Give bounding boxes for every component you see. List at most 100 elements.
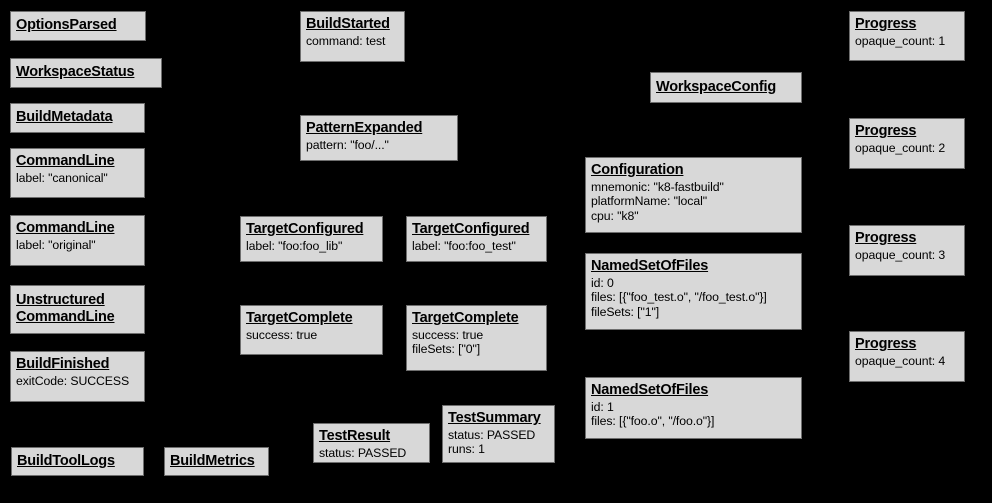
event-node-field: platformName: "local" bbox=[591, 194, 707, 209]
event-node-title-line: TargetComplete bbox=[412, 310, 519, 326]
event-node-title: TargetConfigured bbox=[412, 220, 541, 239]
event-node-title: BuildMetadata bbox=[16, 108, 113, 127]
event-node-field: command: test bbox=[306, 33, 386, 48]
event-node-field: mnemonic: "k8-fastbuild" bbox=[591, 179, 724, 194]
event-node-field: files: [{"foo_test.o", "/foo_test.o"}] bbox=[591, 290, 767, 305]
event-node-workspace-status[interactable]: WorkspaceStatus bbox=[10, 58, 162, 88]
event-node-title: Progress bbox=[855, 335, 959, 354]
event-node-title: NamedSetOfFiles bbox=[591, 381, 796, 400]
event-node-title-line: Progress bbox=[855, 16, 917, 32]
event-node-field: status: PASSED bbox=[448, 427, 536, 442]
event-node-field: label: "canonical" bbox=[16, 170, 108, 185]
event-node-title: WorkspaceStatus bbox=[16, 63, 135, 82]
event-node-title-line: TargetComplete bbox=[246, 310, 353, 326]
event-node-title-line: NamedSetOfFiles bbox=[591, 382, 709, 398]
event-node-field: fileSets: ["0"] bbox=[412, 342, 481, 357]
event-node-field: opaque_count: 4 bbox=[855, 353, 946, 368]
event-node-title-line: Progress bbox=[855, 336, 917, 352]
event-node-title-line: TestSummary bbox=[448, 410, 541, 426]
event-node-field: id: 1 bbox=[591, 399, 614, 414]
event-node-title: CommandLine bbox=[16, 219, 139, 238]
event-node-title: BuildFinished bbox=[16, 355, 139, 374]
event-node-title-line: TestResult bbox=[319, 428, 391, 444]
event-node-title-line: Progress bbox=[855, 230, 917, 246]
event-node-title-line: BuildMetrics bbox=[170, 452, 255, 469]
event-node-title-line: OptionsParsed bbox=[16, 17, 117, 34]
event-node-field: cpu: "k8" bbox=[591, 208, 639, 223]
event-node-options-parsed[interactable]: OptionsParsed bbox=[10, 11, 146, 41]
event-node-title-line: TargetConfigured bbox=[412, 221, 530, 237]
event-node-title: TargetConfigured bbox=[246, 220, 377, 239]
event-node-title: BuildToolLogs bbox=[17, 452, 115, 471]
event-node-title: TargetComplete bbox=[246, 309, 377, 328]
event-node-title-line: BuildMetadata bbox=[16, 109, 113, 126]
event-node-field: files: [{"foo.o", "/foo.o"}] bbox=[591, 414, 715, 429]
event-node-field: opaque_count: 3 bbox=[855, 247, 946, 262]
event-node-title: PatternExpanded bbox=[306, 119, 452, 138]
event-node-title-line: Configuration bbox=[591, 162, 684, 178]
event-node-build-tool-logs[interactable]: BuildToolLogs bbox=[11, 447, 144, 476]
event-node-field: id: 0 bbox=[591, 275, 614, 290]
event-node-title-line: BuildStarted bbox=[306, 16, 390, 32]
event-node-title-line: TargetConfigured bbox=[246, 221, 364, 237]
event-node-field: fileSets: ["1"] bbox=[591, 304, 660, 319]
event-node-field: label: "foo:foo_test" bbox=[412, 238, 516, 253]
event-node-field: pattern: "foo/..." bbox=[306, 137, 389, 152]
event-node-title-line: WorkspaceConfig bbox=[656, 78, 777, 95]
event-node-title: CommandLine bbox=[16, 152, 139, 171]
event-node-title-line: CommandLine bbox=[16, 153, 115, 169]
event-node-title: TestSummary bbox=[448, 409, 549, 428]
event-node-title-line: PatternExpanded bbox=[306, 120, 423, 136]
event-node-title: Progress bbox=[855, 15, 959, 34]
event-node-build-metadata[interactable]: BuildMetadata bbox=[10, 103, 145, 133]
event-node-build-metrics[interactable]: BuildMetrics bbox=[164, 447, 269, 476]
event-node-title: OptionsParsed bbox=[16, 16, 117, 35]
event-node-title: BuildStarted bbox=[306, 15, 399, 34]
event-node-title-line: WorkspaceStatus bbox=[16, 64, 135, 81]
event-node-title-line: Unstructured bbox=[16, 291, 105, 308]
event-node-title: Configuration bbox=[591, 161, 796, 180]
event-node-field: opaque_count: 2 bbox=[855, 140, 946, 155]
event-node-field: label: "original" bbox=[16, 237, 96, 252]
event-node-field: label: "foo:foo_lib" bbox=[246, 238, 343, 253]
event-node-field: status: PASSED bbox=[319, 445, 407, 460]
event-node-field: runs: 1 bbox=[448, 442, 485, 457]
event-node-field: success: true bbox=[412, 327, 484, 342]
event-node-title: BuildMetrics bbox=[170, 452, 255, 471]
event-node-title: Progress bbox=[855, 229, 959, 248]
event-node-title-line: Progress bbox=[855, 123, 917, 139]
event-node-title-line: CommandLine bbox=[16, 220, 115, 236]
event-node-field: exitCode: SUCCESS bbox=[16, 373, 130, 388]
event-node-title-line: BuildToolLogs bbox=[17, 452, 115, 469]
event-node-title: TestResult bbox=[319, 427, 424, 446]
event-node-field: success: true bbox=[246, 327, 318, 342]
event-node-title: WorkspaceConfig bbox=[656, 78, 776, 97]
event-node-title-line: NamedSetOfFiles bbox=[591, 258, 709, 274]
event-node-title: TargetComplete bbox=[412, 309, 541, 328]
event-node-title-line: BuildFinished bbox=[16, 356, 110, 372]
event-node-title: NamedSetOfFiles bbox=[591, 257, 796, 276]
event-node-title: Progress bbox=[855, 122, 959, 141]
event-node-workspace-config[interactable]: WorkspaceConfig bbox=[650, 72, 802, 103]
